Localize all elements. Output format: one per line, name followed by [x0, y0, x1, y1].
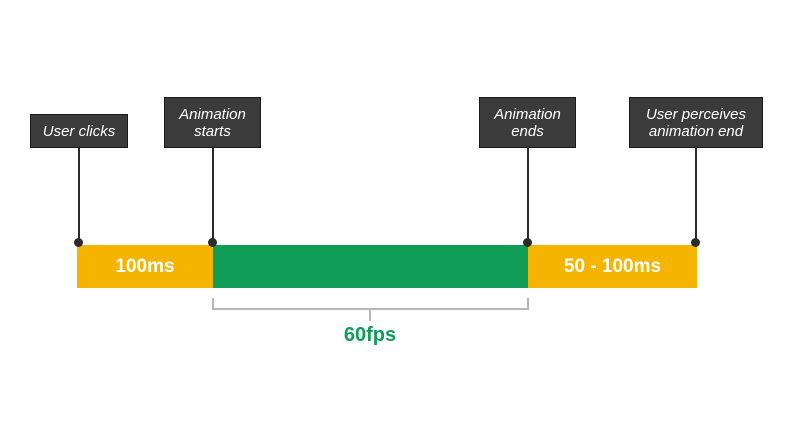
- user-clicks-marker: [74, 238, 83, 247]
- fps-bracket-tick: [369, 309, 371, 321]
- perception-segment-label: 50 - 100ms: [563, 255, 662, 277]
- animation-ends-stem: [527, 147, 529, 243]
- fps-label: 60fps: [343, 324, 397, 346]
- user-perceives-callout: User perceives animation end: [629, 97, 763, 148]
- user-clicks-callout: User clicks: [30, 114, 128, 148]
- animation-starts-callout: Animation starts: [164, 97, 261, 148]
- animation-ends-marker: [523, 238, 532, 247]
- animation-starts-stem: [212, 147, 214, 243]
- perception-segment: 50 - 100ms: [528, 245, 697, 288]
- response-segment-label: 100ms: [115, 255, 175, 277]
- user-perceives-stem: [695, 147, 697, 243]
- animation-ends-callout: Animation ends: [479, 97, 576, 148]
- animation-starts-marker: [208, 238, 217, 247]
- user-clicks-stem: [78, 147, 80, 243]
- user-perceives-marker: [691, 238, 700, 247]
- animation-segment: [213, 245, 528, 288]
- response-segment: 100ms: [77, 245, 213, 288]
